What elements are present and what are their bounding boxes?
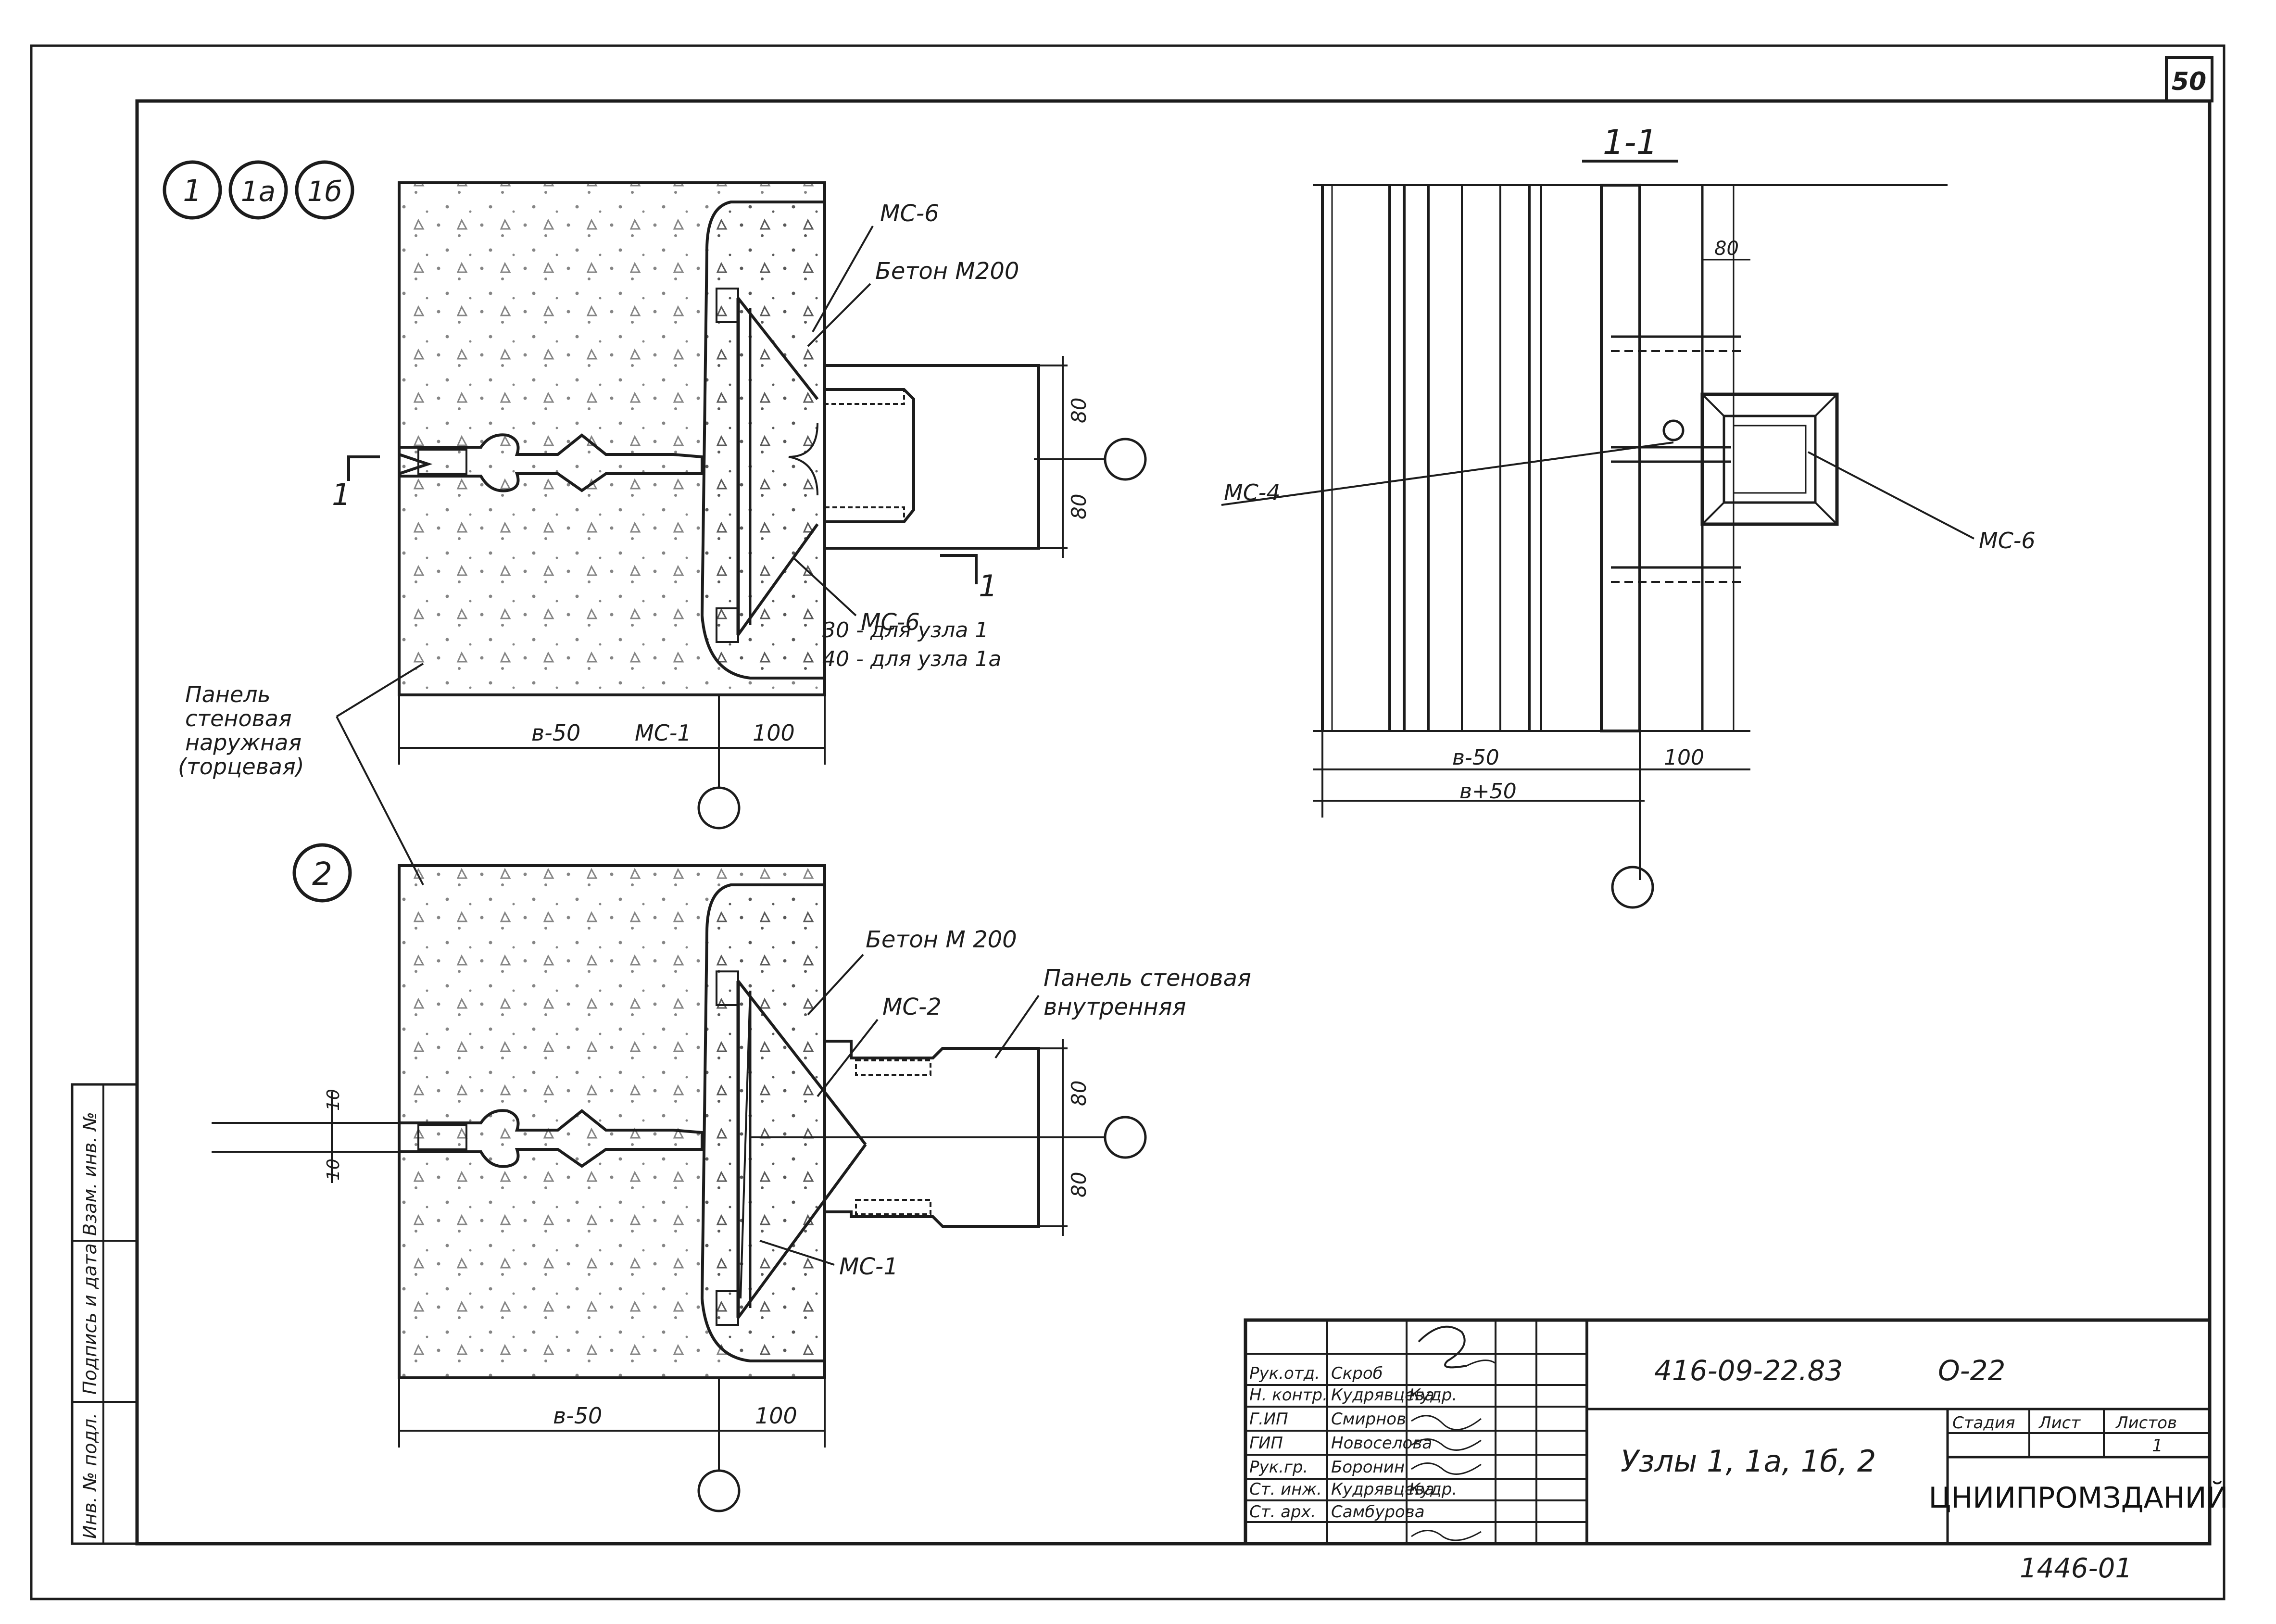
tb-name-2: Смирнов	[1331, 1410, 1406, 1429]
tb-name-5: Кудрявцева	[1331, 1480, 1434, 1499]
node-marker-2-label: 2	[312, 856, 332, 893]
label-ms1-bottom: МС-1	[839, 1253, 898, 1280]
label-ms6-top: МС-6	[880, 200, 939, 227]
label-ms1-top: МС-1	[635, 720, 692, 746]
archive-number: 1446-01	[2020, 1553, 2132, 1584]
dim-80-top-b: 80	[1067, 494, 1091, 519]
section-dim-b-minus-50: в-50	[1452, 745, 1499, 770]
section-dim-b-plus-50: в+50	[1459, 779, 1517, 804]
node-marker-1b-label: 1б	[307, 175, 342, 208]
drawing-title: Узлы 1, 1а, 1б, 2	[1621, 1444, 1876, 1479]
side-stamp: Инв. № подл. Подпись и дата Взам. инв. №	[71, 1083, 138, 1545]
tb-role-3: ГИП	[1249, 1434, 1283, 1453]
label-beton-top: Бетон М200	[875, 258, 1019, 285]
section-dim-80: 80	[1714, 238, 1739, 260]
panel-label-line2: стеновая	[185, 705, 292, 731]
horizontal-joint-top	[398, 433, 704, 492]
tb-name-4: Боронин	[1331, 1458, 1405, 1477]
node-marker-2	[292, 843, 352, 903]
side-stamp-sign: Подпись и дата	[79, 1243, 101, 1395]
panel-label: Панель стеновая наружная (торцевая)	[178, 663, 424, 885]
dim-80-bottom-a: 80	[1067, 1081, 1091, 1106]
node-marker-1a-label: 1а	[241, 175, 276, 208]
tb-name-1: Кудрявцева	[1331, 1385, 1434, 1405]
tb-role-5: Ст. инж.	[1249, 1480, 1322, 1499]
side-stamp-inv: Инв. № подл.	[79, 1413, 101, 1539]
dim-80-bottom-b: 80	[1067, 1172, 1091, 1197]
sheets-value: 1	[2152, 1436, 2163, 1456]
tb-name-6: Самбурова	[1331, 1502, 1425, 1522]
note-30-node1: 30 - для узла 1	[822, 618, 988, 642]
axis-bubble-top-right	[1104, 438, 1147, 481]
label-beton-bottom: Бетон М 200	[866, 926, 1017, 953]
section-1-1: 1-1 80 МС-4 МС-6	[1221, 123, 2036, 909]
node-marker-1a	[228, 160, 288, 220]
sheet-header: Лист	[2038, 1413, 2081, 1433]
tb-role-0: Рук.отд.	[1249, 1364, 1320, 1383]
node-markers: 1 1а 1б 2	[163, 160, 354, 903]
inner-frame	[135, 99, 2212, 1546]
note-40-node1a: 40 - для узла 1а	[822, 647, 1001, 671]
dim-100-bottom: 100	[755, 1403, 797, 1429]
axis-bubble-bottom-bottom	[697, 1469, 741, 1512]
sheet-code: О-22	[1938, 1354, 2005, 1387]
dim-80-top-a: 80	[1067, 398, 1091, 423]
dim-10-b: 10	[324, 1158, 343, 1181]
label-ms6-bottom: МС-6	[861, 609, 920, 636]
section-concrete-fill	[1600, 184, 1641, 732]
axis-bubble-top-bottom	[697, 786, 741, 830]
dim-10-a: 10	[324, 1089, 343, 1111]
sealant-top	[417, 449, 467, 475]
page-number: 50	[2172, 67, 2206, 96]
section-mark-left: 1	[332, 477, 351, 512]
label-ms2: МС-2	[882, 994, 942, 1020]
section-axis-bubble	[1611, 866, 1654, 909]
tb-role-4: Рук.гр.	[1249, 1458, 1308, 1477]
tb-name-3: Новоселова	[1331, 1434, 1432, 1453]
detail-bottom: Бетон М 200 МС-2 Панель стеновая внутрен…	[212, 864, 1251, 1512]
tb-sign-5: Кудр.	[1409, 1480, 1457, 1499]
sheets-header: Листов	[2115, 1413, 2177, 1433]
tb-role-1: Н. контр.	[1249, 1385, 1328, 1405]
label-inner-panel-2: внутренняя	[1044, 994, 1186, 1020]
organization: ЦНИИПРОМЗДАНИЙ	[1928, 1480, 2228, 1515]
label-inner-panel-1: Панель стеновая	[1044, 965, 1251, 992]
title-block: Рук.отд. Скроб Н. контр. Кудрявцева Кудр…	[1244, 1318, 2228, 1546]
node-marker-1-label: 1	[183, 173, 201, 208]
panel-label-line4: (торцевая)	[178, 754, 304, 780]
tb-name-0: Скроб	[1331, 1364, 1383, 1383]
dim-b-minus-50-top: в-50	[531, 720, 580, 746]
dim-b-minus-50-bottom: в-50	[553, 1403, 602, 1429]
outer-frame	[30, 44, 2226, 1600]
detail-top: МС-6 Бетон М200 МС-6 30 - для узла 1 40 …	[332, 181, 1147, 830]
axis-bubble-bottom-right	[1104, 1116, 1147, 1159]
section-dim-100: 100	[1664, 745, 1704, 770]
signatures	[1411, 1325, 1496, 1541]
tb-sign-1: Кудр.	[1409, 1385, 1457, 1405]
project-code: 416-09-22.83	[1654, 1354, 1843, 1387]
panel-label-line3: наружная	[185, 730, 302, 755]
page-number-box	[2165, 56, 2213, 102]
dim-100-top: 100	[753, 720, 795, 746]
horizontal-joint-bottom	[398, 1109, 704, 1168]
tb-role-6: Ст. арх.	[1249, 1502, 1316, 1522]
side-stamp-replace: Взам. инв. №	[79, 1112, 101, 1236]
section-ms6-box	[1700, 392, 1839, 526]
panel-label-line1: Панель	[185, 681, 271, 707]
section-mark-right: 1	[979, 568, 997, 604]
section-title: 1-1	[1603, 123, 1658, 162]
stage-header: Стадия	[1952, 1413, 2015, 1433]
tb-role-2: Г.ИП	[1249, 1410, 1288, 1429]
section-label-ms6: МС-6	[1979, 528, 2036, 554]
node-marker-1b	[295, 160, 354, 220]
node-marker-1	[163, 160, 222, 220]
sealant-bottom	[417, 1124, 467, 1150]
